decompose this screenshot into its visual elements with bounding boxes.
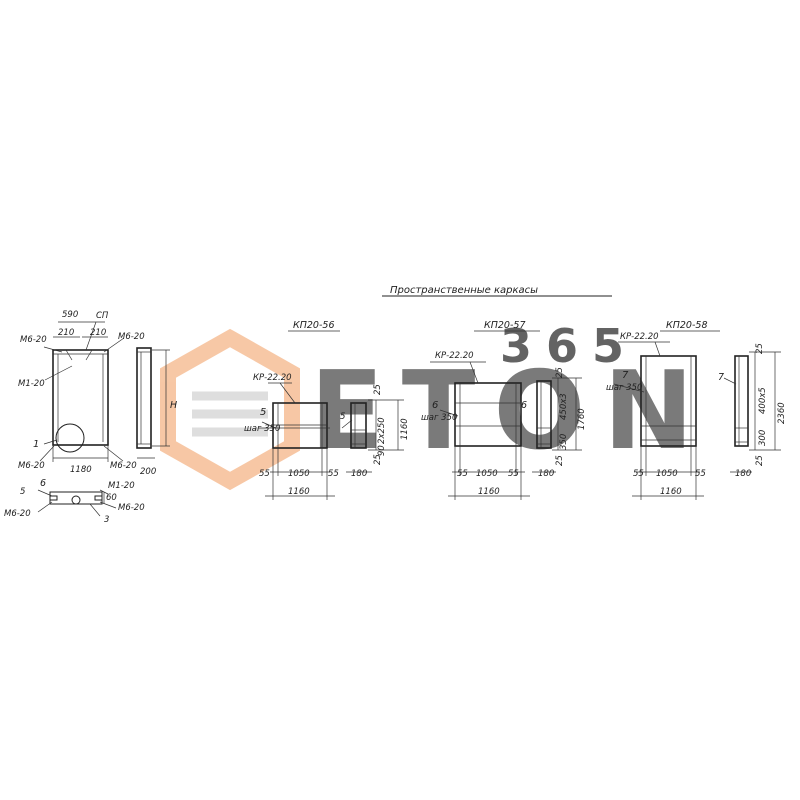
title-text: Пространственные каркасы [390,285,538,296]
kp57-num: 6 [432,400,438,411]
kp58-dim-right: 55 [695,469,706,479]
kp58-num: 7 [622,370,629,381]
watermark-number: 365 [500,319,638,373]
kp57-kr: КР-22.20 [435,351,474,361]
left-label-mb-top-left: М6-20 [20,335,47,345]
left-dim-top: 590 [62,310,78,320]
frame-kp20-57: КП20-57 КР-22.20 6 шаг 350 55 1050 55 11… [421,320,587,500]
left-dim-right: 200 [140,467,156,477]
kp57-side-top: 25 [555,367,565,378]
watermark-logo-mark [160,328,300,491]
kp56-side-mid: 2х250 [377,417,387,444]
left-dim-inner-left: 210 [58,328,74,338]
kp58-dim-total: 1160 [660,487,682,497]
kp56-dim-middle: 1050 [288,469,310,479]
kp57-dim-middle: 1050 [476,469,498,479]
kp56-kr: КР-22.20 [253,373,292,383]
left-label-m1: М1-20 [18,379,45,389]
kp57-title: КП20-57 [484,320,526,331]
watermark-brand: ETON [310,349,712,474]
kp56-side-num: 5 [340,412,345,422]
left-label-6: 6 [40,478,46,489]
kp58-kr: КР-22.20 [620,332,659,342]
frame-kp20-58: КП20-58 КР-22.20 7 шаг 350 55 1050 55 11… [606,320,787,500]
left-dim-bottom: 1180 [70,465,92,475]
kp56-side-height: 1160 [400,418,410,440]
kp56-dim-total: 1160 [288,487,310,497]
left-detail: 5 М6-20 М1-20 60 М6-20 3 [4,481,145,525]
kp56-side-top: 25 [373,384,383,395]
watermark: ETON 365 [160,319,712,491]
kp56-num: 5 [260,407,266,418]
kp58-side-num: 7 [718,372,724,383]
detail-label-3: 3 [104,515,109,525]
kp57-dim-left: 55 [457,469,468,479]
detail-label-mb-right: М6-20 [118,503,145,513]
kp57-side-low: 350 [559,434,569,450]
kp56-dim-left: 55 [259,469,270,479]
kp56-title: КП20-56 [293,320,335,331]
kp57-dim-total: 1160 [478,487,500,497]
kp58-side-top: 25 [755,343,765,354]
left-label-mb-bottom-right: М6-20 [110,461,137,471]
kp57-side-bottom: 25 [555,455,565,466]
kp56-step: шаг 350 [244,424,280,434]
detail-label-5: 5 [20,487,25,497]
kp58-dim-middle: 1050 [656,469,678,479]
left-label-mb-bottom-left: М6-20 [18,461,45,471]
kp58-side-width: 180 [735,469,751,479]
kp58-dim-left: 55 [633,469,644,479]
kp56-side-sub: 90 [377,445,387,456]
frame-kp20-56: КП20-56 КР-22.20 5 шаг 350 55 1050 55 11… [244,320,410,500]
kp57-side-height: 1760 [577,408,587,430]
kp57-side-width: 180 [538,469,554,479]
kp57-dim-right: 55 [508,469,519,479]
sheet-title: Пространственные каркасы [382,285,612,297]
kp57-step: шаг 350 [421,413,457,423]
left-label-mb-top-right: М6-20 [118,332,145,342]
left-label-cp: СП [96,311,109,321]
kp56-side-bottom: 25 [373,454,383,465]
kp58-step: шаг 350 [606,383,642,393]
kp56-dim-right: 55 [328,469,339,479]
detail-dim-60: 60 [106,493,117,503]
left-dim-height: H [170,400,177,411]
kp56-side-width: 180 [351,469,367,479]
left-callout-1: 1 [33,439,39,450]
kp57-side-num: 6 [521,400,527,411]
kp58-side-height: 2360 [777,402,787,424]
left-dim-inner-right: 210 [90,328,106,338]
kp57-side-mid: 450х3 [559,393,569,420]
kp58-title: КП20-58 [666,320,708,331]
left-assembly: 590 СП М6-20 210 210 М6-20 М1-20 H 1 М6-… [4,310,177,525]
kp58-side-mid: 400х5 [758,387,768,414]
kp58-side-low: 300 [758,430,768,446]
detail-label-m1: М1-20 [108,481,135,491]
detail-label-mb-left: М6-20 [4,509,31,519]
kp58-side-bottom: 25 [755,455,765,466]
